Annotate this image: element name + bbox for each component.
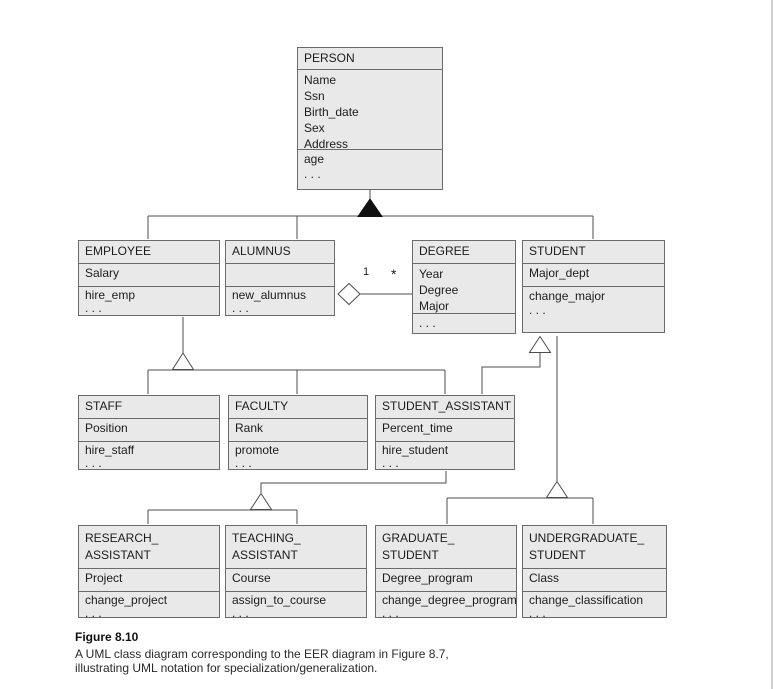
class-operations: change_degree_program . . . [376,591,516,617]
class-title: ALUMNUS [232,244,291,258]
class-operations: assign_to_course . . . [226,591,366,617]
class-box-staff: STAFF Position hire_staff . . . [78,395,220,470]
class-operations: change_major . . . [523,286,664,332]
class-attributes: Degree_program [376,568,516,591]
class-box-employee: EMPLOYEE Salary hire_emp . . . [78,240,220,316]
class-title: STAFF [85,399,123,413]
class-operations: change_project . . . [79,591,219,617]
class-operations: . . . [413,313,515,333]
class-title: STUDENT [529,244,586,258]
class-box-undergraduate-student: UNDERGRADUATE_ STUDENT Class change_clas… [522,525,667,618]
class-attributes: Class [523,568,666,591]
multiplicity-degree: * [391,266,397,282]
figure-caption: Figure 8.10 A UML class diagram correspo… [75,630,449,676]
class-box-research-assistant: RESEARCH_ ASSISTANT Project change_proje… [78,525,220,618]
class-operations: new_alumnus . . . [226,286,334,315]
class-attributes: Salary [79,263,219,286]
class-title: STUDENT_ASSISTANT [382,399,512,413]
class-box-person: PERSON Name Ssn Birth_date Sex Address a… [297,47,443,190]
class-box-degree: DEGREE Year Degree Major . . . [412,240,516,334]
generalization-triangle-employee-icon [171,352,195,370]
class-attributes: Major_dept [523,263,664,286]
class-attributes: Year Degree Major [413,263,515,313]
class-attributes: Project [79,568,219,591]
class-box-graduate-student: GRADUATE_ STUDENT Degree_program change_… [375,525,517,618]
caption-line-1: A UML class diagram corresponding to the… [75,646,449,661]
class-operations: age . . . [298,149,442,189]
generalization-triangle-assistants-icon [249,492,273,510]
class-operations: hire_student . . . [376,441,514,469]
class-operations: hire_emp . . . [79,286,219,315]
aggregation-diamond-icon [337,282,361,306]
class-box-student: STUDENT Major_dept change_major . . . [522,240,665,333]
class-title: EMPLOYEE [85,244,152,258]
class-operations: change_classification . . . [523,591,666,617]
multiplicity-alumnus: 1 [363,266,370,278]
class-attributes: Name Ssn Birth_date Sex Address [298,69,442,149]
class-attributes: Rank [229,418,367,441]
figure-label: Figure 8.10 [75,630,139,644]
class-title: DEGREE [419,244,470,258]
class-attributes: Position [79,418,219,441]
class-operations: hire_staff . . . [79,441,219,469]
class-title: PERSON [304,51,355,65]
generalization-triangle-student-assistant-icon [528,335,552,353]
page-edge-line [771,0,773,689]
class-attributes [226,263,334,286]
class-title: RESEARCH_ ASSISTANT [85,531,159,562]
class-box-faculty: FACULTY Rank promote . . . [228,395,368,470]
class-title: UNDERGRADUATE_ STUDENT [529,531,645,562]
class-title: TEACHING_ ASSISTANT [232,531,301,562]
class-box-teaching-assistant: TEACHING_ ASSISTANT Course assign_to_cou… [225,525,367,618]
class-title: GRADUATE_ STUDENT [382,531,455,562]
class-box-alumnus: ALUMNUS new_alumnus . . . [225,240,335,316]
generalization-triangle-student-icon [545,480,569,498]
caption-line-2: illustrating UML notation for specializa… [75,661,378,675]
class-attributes: Course [226,568,366,591]
class-operations: promote . . . [229,441,367,469]
class-box-student-assistant: STUDENT_ASSISTANT Percent_time hire_stud… [375,395,515,470]
class-title: FACULTY [235,399,289,413]
class-attributes: Percent_time [376,418,514,441]
filled-generalization-triangle-icon [357,198,383,217]
connector-lines [147,190,594,524]
